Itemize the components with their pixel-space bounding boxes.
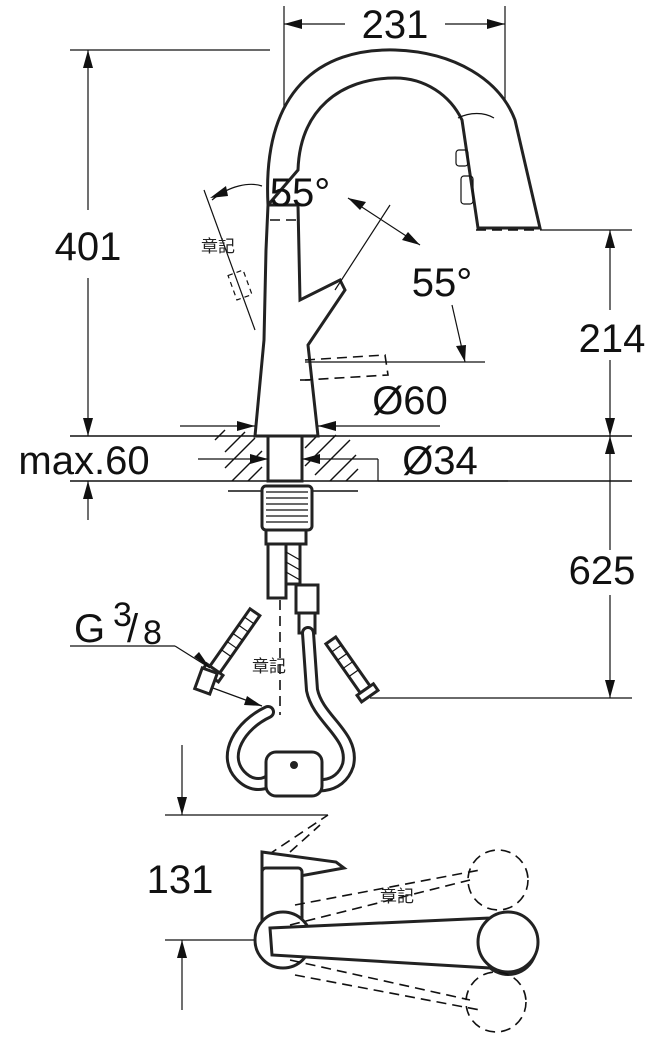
spout (266, 48, 542, 231)
under-counter-assembly (199, 484, 381, 798)
body-diameter-label: Ø60 (372, 379, 448, 423)
angle-right-label: 55° (412, 261, 473, 305)
height-label: 401 (55, 225, 122, 269)
right-dimensions: 214 625 (370, 229, 646, 699)
thread-callout: G 3 / 8 (70, 596, 263, 707)
faucet-body (253, 203, 347, 438)
angle-left-label: 55° (270, 171, 331, 215)
watermark-1: 章記 (201, 237, 235, 257)
thread-label: G (74, 607, 105, 651)
deck-thickness-label: max.60 (18, 439, 149, 483)
thread-numerator: 3 (113, 596, 132, 634)
svg-text:/: / (127, 607, 139, 651)
spout-height-label: 214 (579, 317, 646, 361)
width-dimension: 231 (283, 3, 506, 140)
deck-thickness: max.60 (18, 439, 150, 520)
deck-plate (70, 429, 632, 492)
watermark-2: 章記 (252, 657, 286, 677)
shank: Ø34 (198, 434, 508, 483)
width-label: 231 (362, 3, 429, 47)
below-deck-label: 625 (569, 549, 636, 593)
body-diameter: Ø60 (180, 379, 448, 431)
base-height-dimension: 131 (147, 745, 328, 1010)
height-dimension: 401 (55, 49, 270, 436)
top-view (253, 814, 540, 1033)
thread-denominator: 8 (143, 614, 162, 652)
base-height-label: 131 (147, 858, 214, 902)
angle-right: 55° (304, 197, 485, 381)
watermark-3: 章記 (380, 887, 414, 907)
angle-left: 55° (203, 171, 331, 331)
hole-diameter-label: Ø34 (402, 439, 478, 483)
